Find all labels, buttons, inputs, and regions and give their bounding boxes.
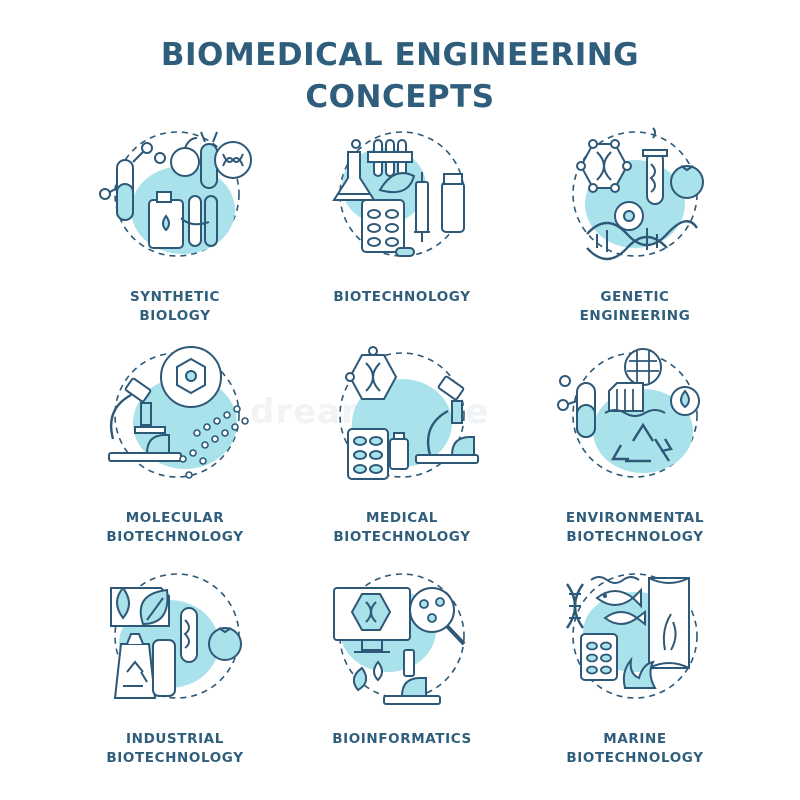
label-line-2: ENGINEERING (579, 308, 691, 324)
label-environmental-biotechnology: ENVIRONMENTAL BIOTECHNOLOGY (525, 509, 745, 547)
label-synthetic-biology: SYNTHETIC BIOLOGY (65, 288, 285, 326)
label-line-1: BIOTECHNOLOGY (333, 289, 471, 305)
label-line-2: BIOTECHNOLOGY (566, 750, 704, 766)
concept-industrial-biotechnology: INDUSTRIAL BIOTECHNOLOGY (65, 564, 285, 784)
label-line-1: MEDICAL (365, 510, 439, 526)
label-medical-biotechnology: MEDICAL BIOTECHNOLOGY (292, 509, 512, 547)
molecular-biotechnology-icon (108, 346, 249, 479)
concept-biotechnology: BIOTECHNOLOGY (292, 122, 512, 342)
bioinformatics-icon (333, 573, 466, 705)
label-biotechnology: BIOTECHNOLOGY (292, 288, 512, 307)
label-line-2: BIOTECHNOLOGY (333, 529, 471, 545)
biotechnology-icon (332, 131, 465, 257)
label-line-1: INDUSTRIAL (126, 731, 224, 747)
concept-genetic-engineering: GENETIC ENGINEERING (525, 122, 745, 342)
label-line-1: BIOINFORMATICS (332, 731, 472, 747)
title-line-1: BIOMEDICAL ENGINEERING (160, 37, 640, 73)
label-line-1: GENETIC (600, 289, 670, 305)
label-marine-biotechnology: MARINE BIOTECHNOLOGY (525, 730, 745, 768)
label-line-2: BIOTECHNOLOGY (106, 750, 244, 766)
synthetic-biology-icon (99, 131, 252, 257)
genetic-engineering-icon (572, 127, 704, 261)
label-genetic-engineering: GENETIC ENGINEERING (525, 288, 745, 326)
label-bioinformatics: BIOINFORMATICS (292, 730, 512, 749)
concept-molecular-biotechnology: MOLECULAR BIOTECHNOLOGY (65, 343, 285, 563)
marine-biotechnology-icon (566, 573, 698, 699)
concept-medical-biotechnology: MEDICAL BIOTECHNOLOGY (292, 343, 512, 563)
industrial-biotechnology-icon (110, 573, 242, 699)
medical-biotechnology-icon (339, 346, 479, 480)
environmental-biotechnology-icon (557, 348, 700, 478)
concept-environmental-biotechnology: ENVIRONMENTAL BIOTECHNOLOGY (525, 343, 745, 563)
label-line-1: MOLECULAR (125, 510, 225, 526)
label-line-2: BIOTECHNOLOGY (106, 529, 244, 545)
concept-synthetic-biology: SYNTHETIC BIOLOGY (65, 122, 285, 342)
label-line-1: ENVIRONMENTAL (565, 510, 705, 526)
page-title: BIOMEDICAL ENGINEERING CONCEPTS (0, 34, 800, 118)
concept-marine-biotechnology: MARINE BIOTECHNOLOGY (525, 564, 745, 784)
label-line-1: SYNTHETIC (129, 289, 221, 305)
label-industrial-biotechnology: INDUSTRIAL BIOTECHNOLOGY (65, 730, 285, 768)
label-line-2: BIOTECHNOLOGY (566, 529, 704, 545)
label-line-2: BIOLOGY (139, 308, 211, 324)
title-line-2: CONCEPTS (305, 79, 495, 115)
concept-bioinformatics: BIOINFORMATICS (292, 564, 512, 784)
label-line-1: MARINE (603, 731, 667, 747)
label-molecular-biotechnology: MOLECULAR BIOTECHNOLOGY (65, 509, 285, 547)
